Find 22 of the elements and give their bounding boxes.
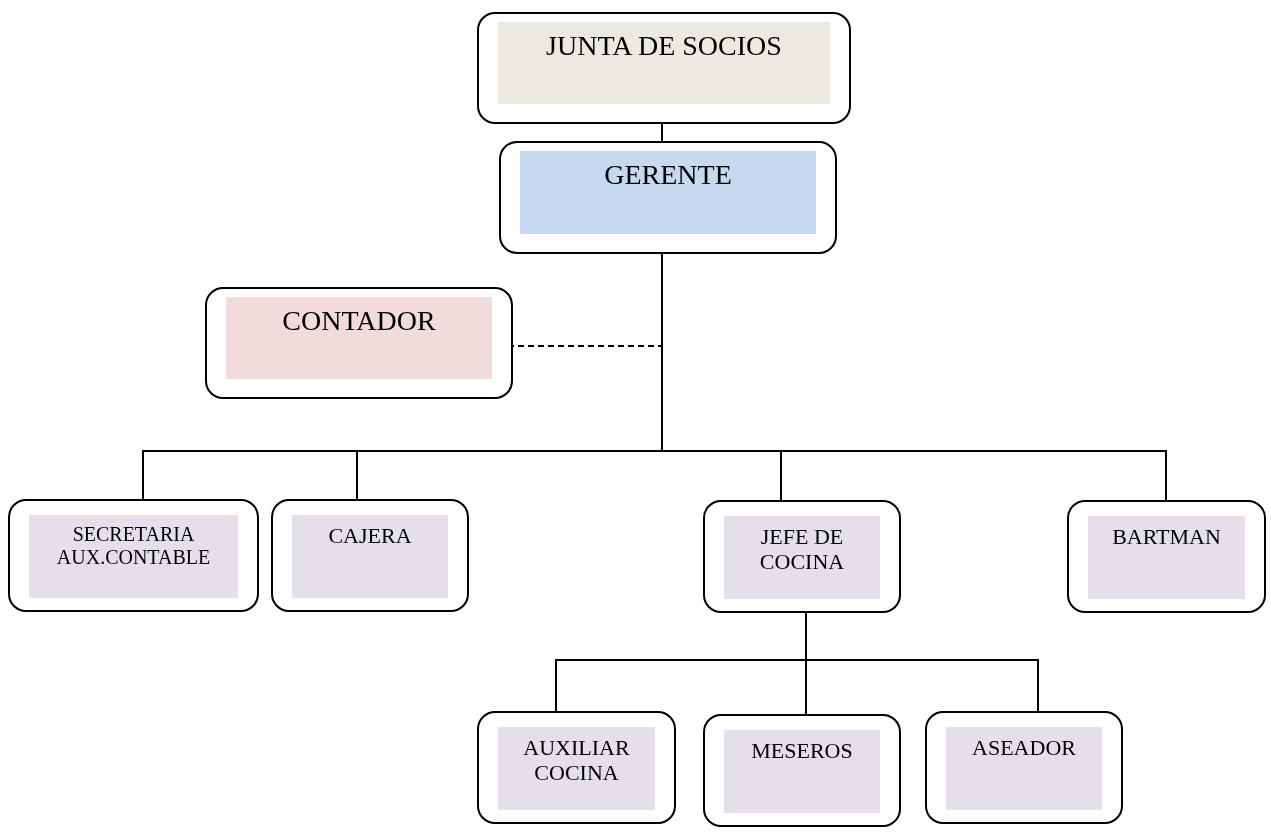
org-box xyxy=(8,499,259,612)
role-label: BARTMAN xyxy=(1112,524,1221,550)
org-box xyxy=(703,500,901,613)
role-label: JEFE DE COCINA xyxy=(758,524,846,575)
org-box xyxy=(271,499,469,612)
role-label: MESEROS xyxy=(751,738,853,764)
org-box xyxy=(925,711,1123,824)
role-label: AUXILIAR COCINA xyxy=(522,735,631,786)
connector-line xyxy=(805,612,1039,712)
connector-line xyxy=(661,123,663,142)
role-label: ASEADOR xyxy=(972,735,1076,761)
org-box xyxy=(1067,500,1266,613)
role-label: JUNTA DE SOCIOS xyxy=(546,30,782,63)
org-box xyxy=(499,141,837,254)
org-box xyxy=(703,714,901,827)
org-box xyxy=(477,12,851,124)
role-label: CONTADOR xyxy=(282,305,436,338)
role-label: SECRETARIA AUX.CONTABLE xyxy=(55,523,212,569)
role-label: CAJERA xyxy=(328,523,412,549)
org-box xyxy=(477,711,676,824)
role-label: GERENTE xyxy=(604,159,732,192)
org-box xyxy=(205,287,513,399)
